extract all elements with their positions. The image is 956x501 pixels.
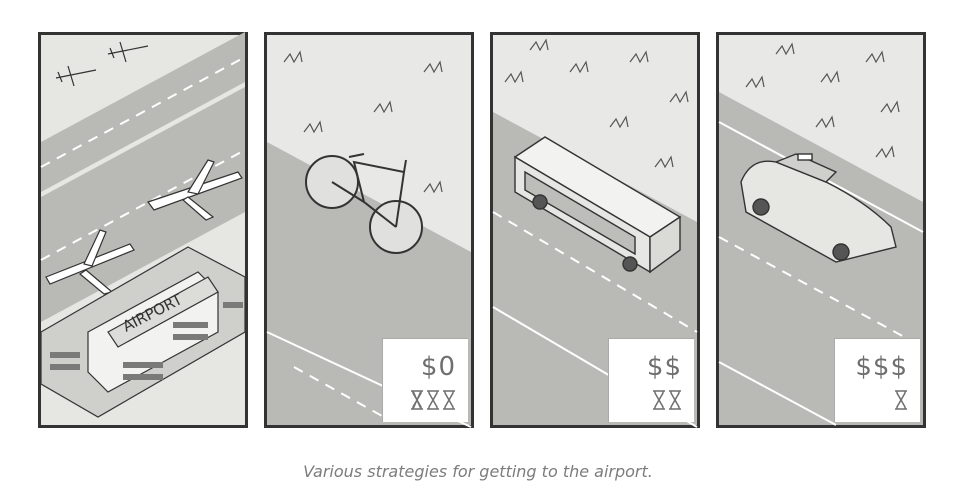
cost-time-badge: $$ bbox=[608, 338, 694, 422]
cost-time-badge: $$$ bbox=[834, 338, 920, 422]
hourglass-icon bbox=[411, 389, 423, 410]
grass-icon bbox=[283, 50, 443, 194]
hourglass-icon bbox=[653, 389, 665, 410]
bicycle-panel: $0 bbox=[264, 32, 474, 428]
taxi-panel: $$$ bbox=[716, 32, 926, 428]
cost-label: $$$ bbox=[855, 351, 908, 382]
time-indicator bbox=[410, 389, 456, 410]
hourglass-icon bbox=[895, 389, 907, 410]
airport-illustration: AIRPORT bbox=[38, 32, 248, 428]
small-plane-icon bbox=[55, 41, 149, 87]
time-indicator bbox=[894, 389, 908, 410]
taxi-icon bbox=[740, 153, 897, 263]
hourglass-icon bbox=[669, 389, 681, 410]
bus-panel: $$ bbox=[490, 32, 700, 428]
jet-plane-icon bbox=[45, 159, 243, 295]
grass-icon bbox=[745, 42, 900, 159]
figure-caption: Various strategies for getting to the ai… bbox=[303, 462, 653, 481]
bus-icon bbox=[513, 136, 682, 274]
bicycle-icon bbox=[305, 153, 423, 254]
cost-label: $$ bbox=[646, 351, 682, 382]
grass-icon bbox=[504, 38, 689, 169]
hourglass-icon bbox=[443, 389, 455, 410]
airport-panel: AIRPORT bbox=[38, 32, 248, 428]
cost-label: $0 bbox=[420, 351, 456, 382]
airport-terminal bbox=[40, 246, 246, 418]
hourglass-icon bbox=[427, 389, 439, 410]
bus-illustration bbox=[490, 32, 700, 428]
cost-time-badge: $0 bbox=[382, 338, 468, 422]
time-indicator bbox=[652, 389, 682, 410]
